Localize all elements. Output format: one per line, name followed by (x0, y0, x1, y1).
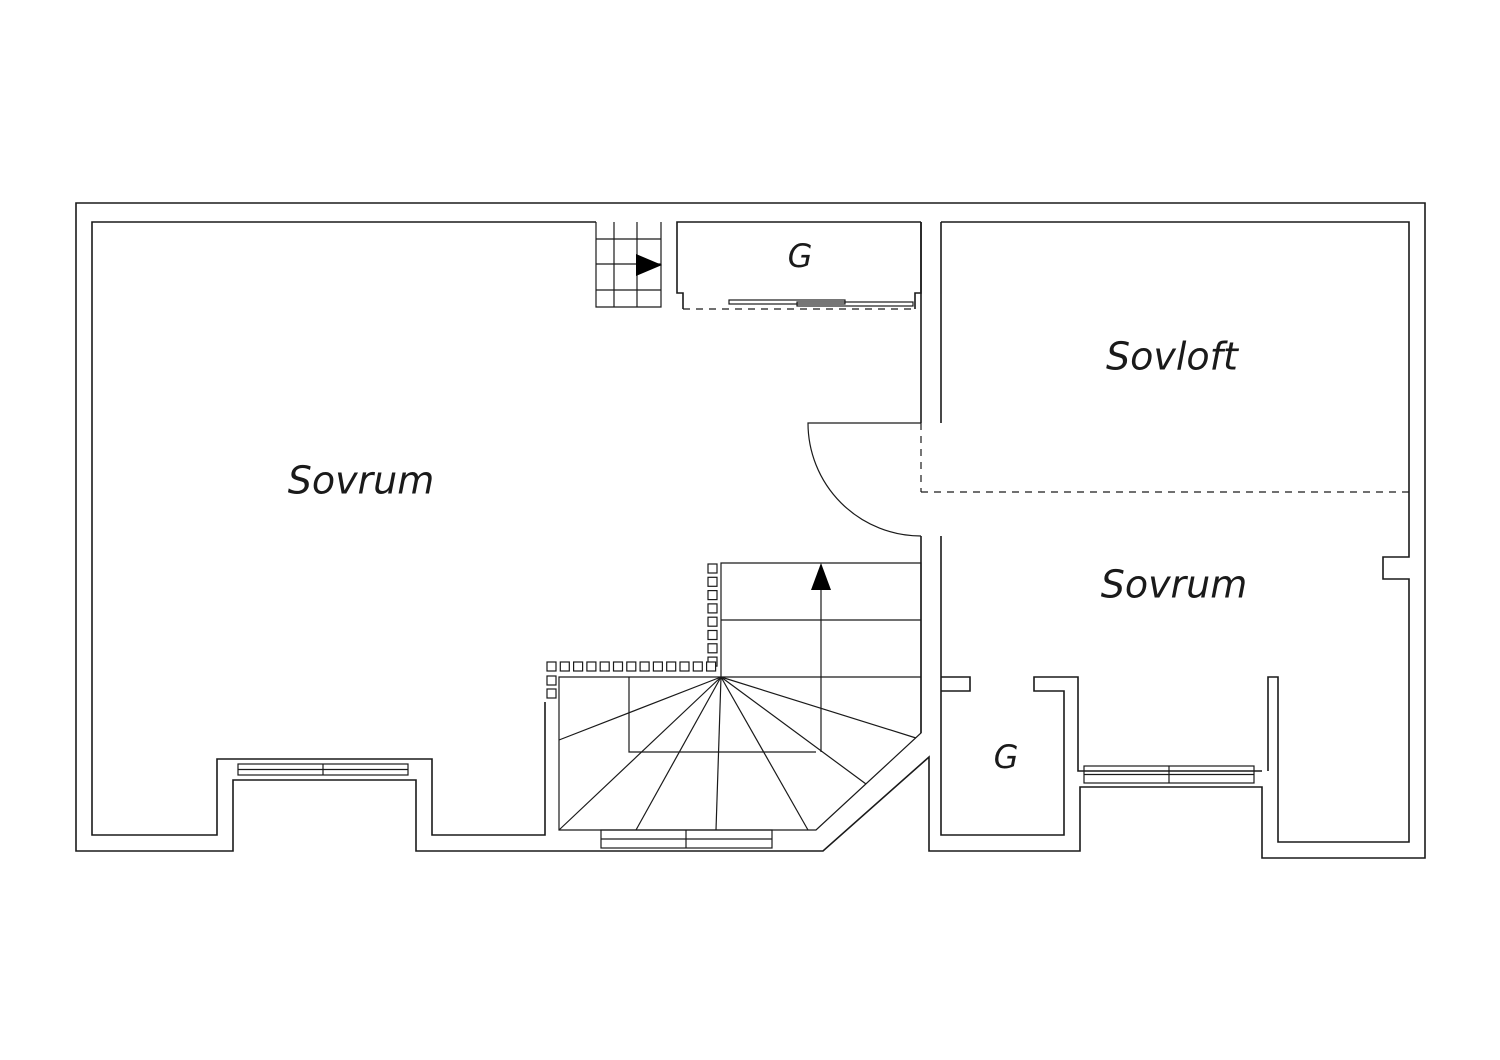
baluster (666, 661, 677, 672)
room-label-closet-top: G (788, 237, 813, 275)
window-stair (600, 829, 773, 849)
small-stair (595, 222, 662, 308)
baluster (546, 675, 557, 686)
baluster (679, 661, 690, 672)
main-stair (558, 562, 922, 831)
baluster (559, 661, 570, 672)
baluster (626, 661, 637, 672)
closet-jamb (914, 222, 922, 309)
baluster (707, 616, 718, 627)
partition-wall (676, 221, 921, 309)
room-label-sleeping-loft: Sovloft (1106, 335, 1240, 379)
baluster (652, 661, 664, 672)
window-left (237, 763, 409, 776)
baluster (707, 643, 718, 654)
baluster (639, 661, 650, 672)
partition-wall-right (920, 222, 942, 423)
baluster (707, 563, 718, 574)
room-label-bedroom-left: Sovrum (288, 459, 435, 503)
baluster (599, 661, 610, 672)
baluster (612, 661, 624, 672)
stair-arrow-icon (811, 563, 831, 590)
outer-wall (75, 202, 1426, 859)
baluster (707, 576, 718, 587)
room-label-bedroom-right: Sovrum (1101, 563, 1248, 607)
right-room-outline (941, 221, 1410, 843)
bedroom-left-wall (91, 221, 596, 836)
right-closet-wall (941, 676, 971, 692)
baluster (572, 661, 584, 672)
door-swing[interactable] (807, 422, 922, 537)
baluster (707, 629, 718, 641)
closet-sliding-door[interactable] (728, 299, 914, 307)
baluster (586, 661, 597, 672)
stair-arrow-icon (636, 254, 662, 276)
baluster (707, 603, 718, 614)
baluster (707, 589, 718, 601)
baluster (546, 661, 557, 672)
baluster (546, 688, 557, 699)
baluster (692, 661, 703, 672)
baluster (705, 661, 717, 672)
window-right (1083, 765, 1255, 784)
stair-balusters (546, 563, 718, 699)
room-label-closet-bottom: G (994, 738, 1019, 776)
